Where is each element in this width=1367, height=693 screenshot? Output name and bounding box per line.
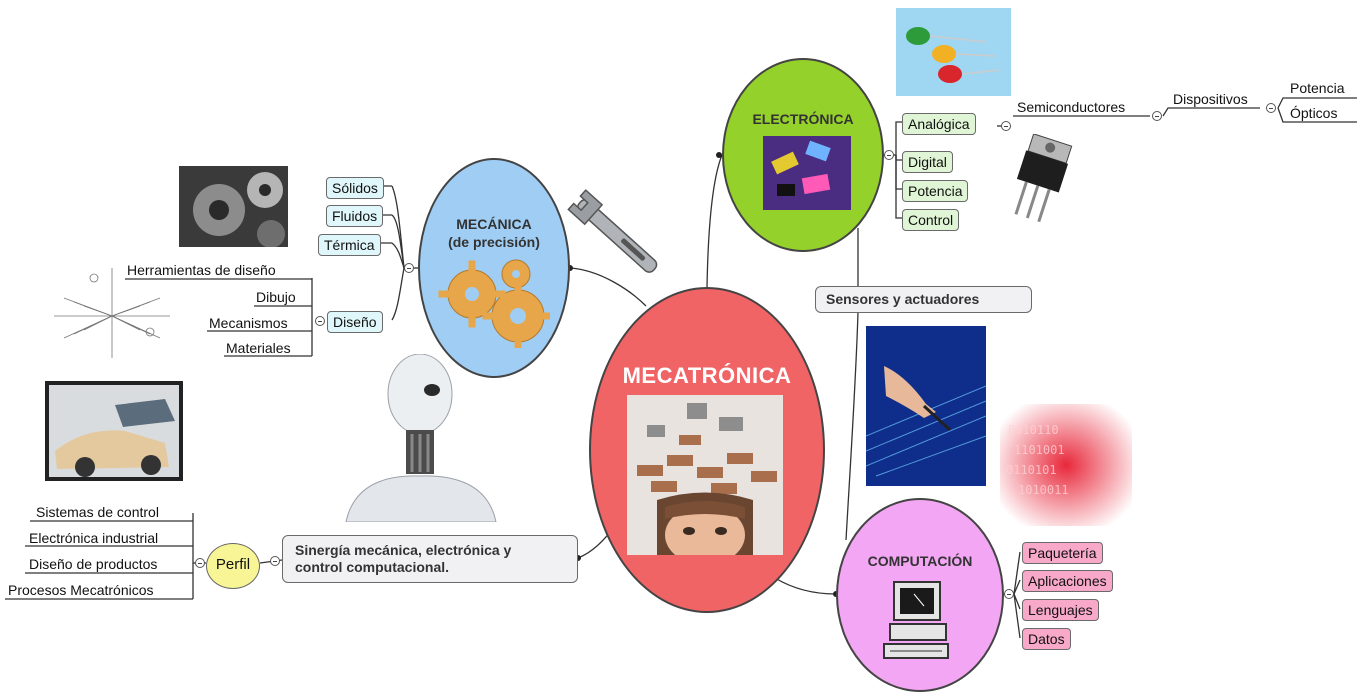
- sinergia-collapse-toggle[interactable]: [270, 556, 280, 566]
- sinergia-line1: Sinergía mecánica, electrónica y: [295, 542, 512, 558]
- perfil-item-procesos-mecatronicos[interactable]: Procesos Mecatrónicos: [8, 582, 154, 598]
- diseno-item-materiales[interactable]: Materiales: [226, 340, 291, 356]
- perfil-item-sistemas-control[interactable]: Sistemas de control: [36, 504, 159, 520]
- diseno-collapse-toggle[interactable]: [315, 316, 325, 326]
- computacion-item-datos[interactable]: Datos: [1022, 628, 1071, 650]
- svg-text:1010011: 1010011: [1018, 483, 1069, 497]
- robot-icon: [336, 354, 500, 522]
- perfil-item-diseno-productos[interactable]: Diseño de productos: [29, 556, 158, 572]
- electronica-item-digital[interactable]: Digital: [902, 151, 953, 173]
- electronica-item-potencia[interactable]: Potencia: [902, 180, 969, 202]
- center-title: MECATRÓNICA: [622, 363, 792, 388]
- wrench-icon: [562, 188, 674, 288]
- mecanica-title-line2: (de precisión): [448, 234, 540, 250]
- analogica-collapse-toggle[interactable]: [1001, 121, 1011, 131]
- diseno-item-dibujo[interactable]: Dibujo: [256, 289, 296, 305]
- diseno-item-mecanismos[interactable]: Mecanismos: [209, 315, 288, 331]
- perfil-collapse-toggle[interactable]: [195, 558, 205, 568]
- mecanica-title-line1: MECÁNICA: [456, 216, 532, 232]
- diseno-item-herramientas[interactable]: Herramientas de diseño: [127, 262, 276, 278]
- dispositivos-collapse-toggle[interactable]: [1266, 103, 1276, 113]
- head-bricks-icon: [627, 395, 783, 555]
- transistor-icon: [1000, 134, 1080, 224]
- perfil-item-electronica-industrial[interactable]: Electrónica industrial: [29, 530, 159, 546]
- leds-icon: [896, 8, 1011, 96]
- car-cad-icon: [45, 381, 183, 481]
- computacion-collapse-toggle[interactable]: [1004, 589, 1014, 599]
- mecanica-collapse-toggle[interactable]: [404, 263, 414, 273]
- computacion-item-lenguajes[interactable]: Lenguajes: [1022, 599, 1099, 621]
- computer-icon: [880, 580, 958, 664]
- node-perfil[interactable]: Perfil: [206, 543, 260, 589]
- semiconductores-node[interactable]: Semiconductores: [1017, 99, 1126, 115]
- sensores-node[interactable]: Sensores y actuadores: [815, 286, 1032, 313]
- electronica-item-analogica[interactable]: Analógica: [902, 113, 976, 135]
- gears-icon: [438, 256, 550, 348]
- engine-gears-icon: [179, 166, 288, 247]
- circuit-hand-icon: [866, 326, 986, 486]
- binary-code-icon: 0010110 1101001 0110101 1010011: [1000, 404, 1132, 526]
- mecanica-item-diseno[interactable]: Diseño: [327, 311, 383, 333]
- sinergia-node[interactable]: Sinergía mecánica, electrónica y control…: [282, 535, 578, 583]
- node-computacion[interactable]: COMPUTACIÓN: [836, 498, 1004, 692]
- electronica-item-control[interactable]: Control: [902, 209, 960, 231]
- chip-icon: [763, 136, 851, 210]
- electronica-collapse-toggle[interactable]: [884, 150, 894, 160]
- sinergia-line2: control computacional.: [295, 559, 450, 575]
- dispositivos-node[interactable]: Dispositivos: [1173, 91, 1248, 107]
- semiconductores-collapse-toggle[interactable]: [1152, 111, 1162, 121]
- computacion-item-aplicaciones[interactable]: Aplicaciones: [1022, 570, 1113, 592]
- node-mecanica[interactable]: MECÁNICA (de precisión): [418, 158, 570, 378]
- perfil-title: Perfil: [215, 556, 251, 573]
- electronica-title: ELECTRÓNICA: [752, 111, 854, 127]
- svg-text:1101001: 1101001: [1014, 443, 1065, 457]
- computacion-title: COMPUTACIÓN: [867, 553, 973, 569]
- cad-drawing-icon: [54, 268, 170, 358]
- dispositivos-item-potencia[interactable]: Potencia: [1290, 80, 1345, 96]
- dispositivos-item-opticos[interactable]: Ópticos: [1290, 105, 1338, 121]
- computacion-item-paqueteria[interactable]: Paquetería: [1022, 542, 1103, 564]
- mecanica-item-fluidos[interactable]: Fluidos: [326, 205, 384, 227]
- svg-text:0110101: 0110101: [1006, 463, 1057, 477]
- svg-text:0010110: 0010110: [1008, 423, 1059, 437]
- center-node-mecatronica[interactable]: MECATRÓNICA: [589, 287, 825, 613]
- node-electronica[interactable]: ELECTRÓNICA: [722, 58, 884, 252]
- mecanica-item-termica[interactable]: Térmica: [318, 234, 381, 256]
- mecanica-item-solidos[interactable]: Sólidos: [326, 177, 384, 199]
